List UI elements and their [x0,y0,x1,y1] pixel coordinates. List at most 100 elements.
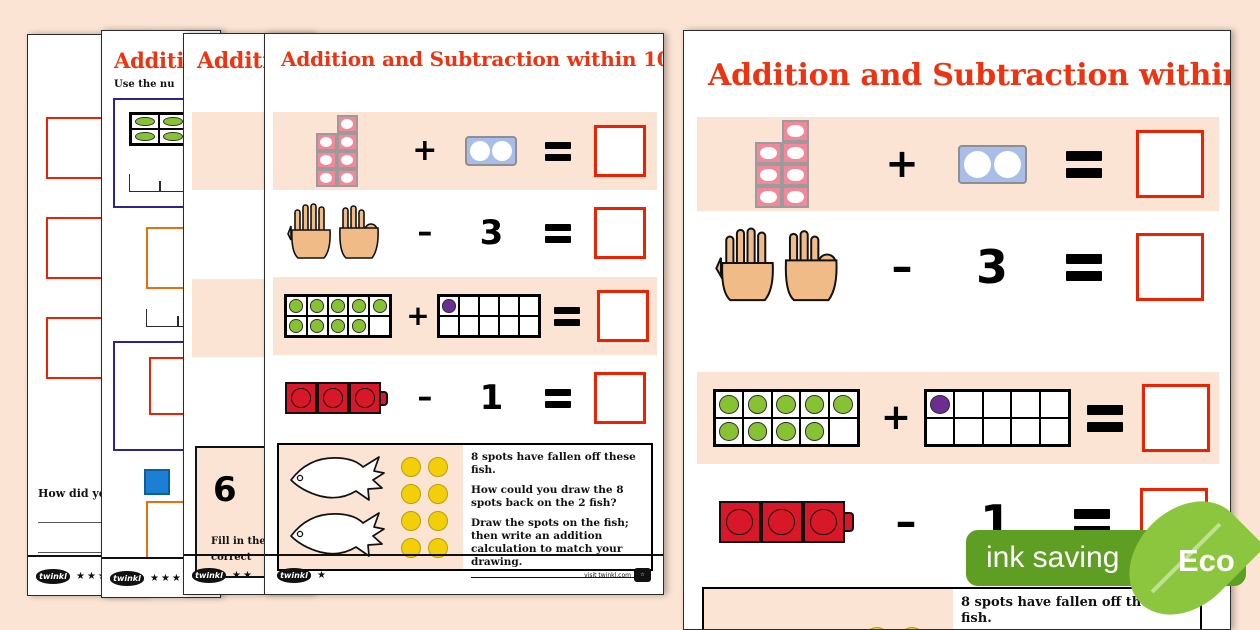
ten-frame-cell-empty [499,316,519,336]
numicon-hole [782,142,809,164]
numicon-2-representation [937,144,1047,184]
ten-frame-cell [131,114,159,129]
minus-operator: – [895,497,917,547]
ten-frame-cell-empty [828,418,858,445]
task-instruction-line-2: correct [211,552,252,563]
answer-box[interactable] [1142,384,1210,452]
fish-group [283,453,391,561]
ten-frame-cell-empty [479,316,499,336]
answer-box[interactable] [597,290,649,342]
numicon-hole [315,133,337,151]
numicon-hole [782,186,809,208]
equals-sign [1077,404,1133,432]
equals-sign [534,141,583,161]
numicon-hole [492,141,513,161]
worksheet-sheet-4[interactable]: Addition and Subtraction within 10 + [264,33,664,595]
ten-frame-cell [131,129,159,144]
numicon-hole [782,164,809,186]
ten-frame-cell-empty [459,316,479,336]
spot [401,456,421,477]
equals-sign [1047,253,1121,281]
question-row: – 3 [697,219,1219,315]
twinkl-logo: twinkl [36,568,70,584]
writing-line[interactable] [38,552,146,553]
counter [163,116,183,127]
counter [929,395,950,414]
counter [351,299,366,313]
ten-frame-cell-empty [499,296,519,316]
counter [289,299,304,313]
fish-task-panel: 8 spots have fallen off these fish. How … [702,587,1202,629]
writing-line[interactable] [470,577,639,579]
numicon-hole [755,142,782,164]
answer-box[interactable] [593,207,646,259]
ten-frame-cell-empty [439,316,459,336]
task-number: 6 [213,470,237,510]
plus-operator: + [406,298,430,332]
counter [833,395,854,414]
writing-line[interactable] [38,522,146,523]
page-title: Additi [197,48,271,74]
counter [310,319,325,333]
counter [163,131,183,142]
cubes-3-representation [697,501,875,543]
spot [428,510,448,531]
answer-box[interactable] [46,217,108,279]
counter [135,116,155,127]
answer-box[interactable] [593,372,646,424]
answer-box[interactable] [46,117,108,179]
counter [310,299,325,313]
counter [747,422,768,441]
answer-box[interactable] [1136,130,1204,198]
page-title: Additi [114,48,185,73]
answer-slot [1121,130,1219,198]
difficulty-stars: ★★ [232,569,254,581]
visit-twinkl-link[interactable]: visit twinkl.com ☆ [584,568,651,582]
numicon-2-representation [449,136,533,166]
plus-operator: + [412,133,438,168]
task-line-3: Draw the spots on the fish; then write a… [470,517,629,569]
answer-box[interactable] [1136,233,1204,301]
ten-frame-1-representation [917,389,1077,447]
spot [864,626,890,629]
twinkl-logo-small: ☆ [634,568,651,582]
numicon-empty [316,115,337,133]
sheet-footer: twinkl ★★★ [28,555,146,595]
ten-frame-cell-empty [925,418,955,445]
answer-box[interactable] [593,125,646,177]
cube [317,382,350,414]
equals-sign [534,388,583,408]
question-number: 1 [479,378,504,418]
answer-slot [583,207,657,259]
minus-operator: – [417,380,433,415]
answer-slot [1133,384,1219,452]
answer-slot [583,125,657,177]
minus-operator: – [891,242,913,292]
numicon-hole [336,151,358,169]
cube [802,501,845,543]
question-row: + [273,112,657,190]
difficulty-stars: ★★★ [150,572,183,584]
cube-connector [381,390,389,406]
ten-frame-cell-empty [459,296,479,316]
instructions: Use the nu [114,79,175,90]
answer-box[interactable] [46,317,108,379]
equals-sign [1047,150,1121,178]
ten-frame-cell-empty [982,391,1012,418]
question-row: + [697,117,1219,211]
question-row: – 3 [273,197,657,269]
ten-frame [923,389,1071,447]
spot [401,537,421,558]
counter [747,395,768,414]
visit-label: visit twinkl.com [584,571,631,579]
reflection-prompt: How did you [38,487,115,500]
answer-slot [1121,233,1219,301]
task-line-1: 8 spots have fallen off these fish. [960,595,1166,627]
fish-icon [290,456,385,501]
ten-frame-cell-empty [519,316,539,336]
task-instruction-line-1: Fill in the [211,536,266,547]
fish-task-text: 8 spots have fallen off these fish. How … [463,445,651,579]
ink-saving-label: ink saving [986,541,1120,574]
question-row: + [273,277,657,355]
numicon-piece [465,136,518,166]
